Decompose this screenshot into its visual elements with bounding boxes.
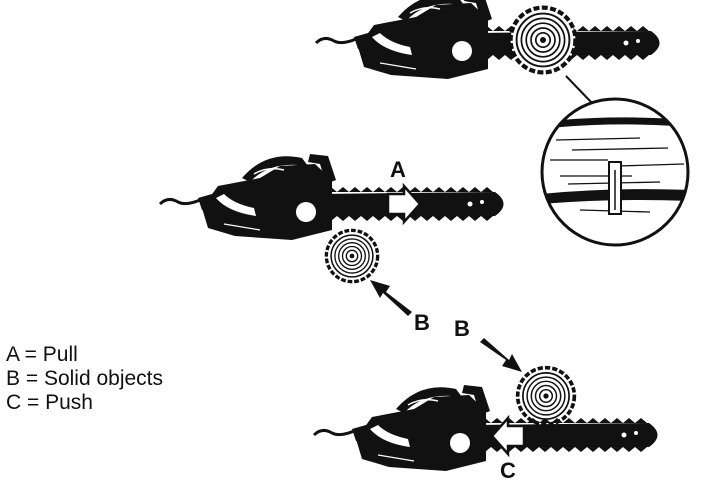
pull-arrow bbox=[386, 182, 422, 226]
label-b-lower: B bbox=[454, 316, 470, 341]
legend-item-a: A = Pull bbox=[6, 343, 78, 366]
log-bottom bbox=[515, 365, 577, 427]
saw-middle bbox=[158, 152, 505, 242]
object-arrow-lower bbox=[480, 338, 522, 372]
legend: A = Pull B = Solid objects C = Push bbox=[6, 343, 163, 415]
legend-item-c: C = Push bbox=[6, 391, 93, 414]
saw-top bbox=[314, 0, 661, 81]
push-arrow bbox=[490, 414, 526, 458]
label-b-upper: B bbox=[414, 310, 430, 335]
log-top bbox=[511, 8, 576, 73]
legend-item-b: B = Solid objects bbox=[6, 367, 164, 390]
label-a: A bbox=[390, 157, 406, 182]
detail-magnifier bbox=[540, 97, 690, 247]
detail-leader-line bbox=[565, 75, 593, 104]
object-arrow-upper bbox=[370, 280, 412, 316]
saw-bottom bbox=[312, 383, 659, 473]
log-middle bbox=[324, 228, 380, 284]
label-c: C bbox=[500, 458, 516, 483]
